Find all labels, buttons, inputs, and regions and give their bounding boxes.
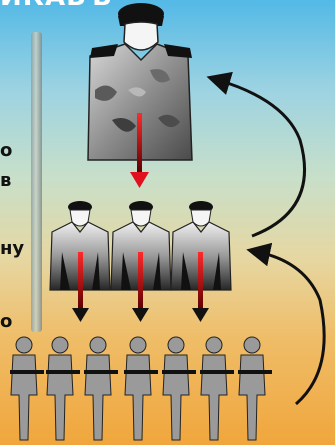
curved-arrow-lower [258, 252, 324, 404]
soldier-6 [200, 337, 234, 440]
soldier-3 [84, 337, 118, 440]
soldier-1 [10, 337, 44, 440]
soldier-7 [238, 337, 272, 440]
soldier-5 [162, 337, 196, 440]
soldier-2 [46, 337, 80, 440]
soldier-row [10, 337, 272, 440]
curved-arrow-upper [218, 80, 305, 236]
soldier-4 [124, 337, 158, 440]
